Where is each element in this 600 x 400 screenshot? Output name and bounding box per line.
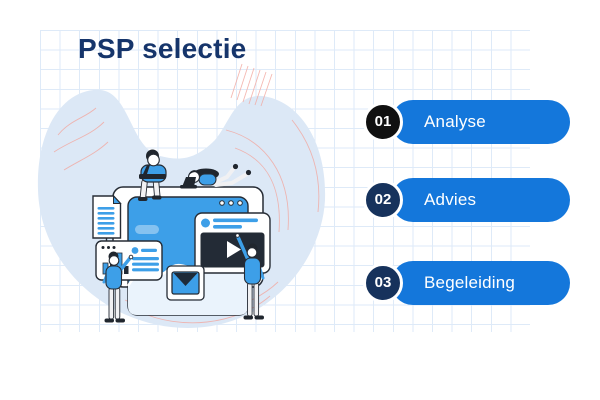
document-icon (92, 194, 122, 250)
lying-woman (180, 163, 252, 189)
step-pill[interactable]: Analyse (391, 100, 570, 144)
standing-man-right (235, 233, 265, 320)
contour-lines (53, 63, 320, 324)
envelope-icon (166, 265, 205, 301)
standing-man-left (102, 251, 134, 323)
step-item-begeleiding[interactable]: Begeleiding 03 (363, 260, 570, 306)
step-pill[interactable]: Begeleiding (391, 261, 570, 305)
psp-illustration (37, 63, 326, 328)
step-pill[interactable]: Advies (391, 178, 570, 222)
step-label: Begeleiding (424, 273, 516, 292)
step-number-badge: 02 (363, 180, 403, 220)
page-title: PSP selectie (78, 33, 247, 64)
sitting-man (138, 149, 167, 201)
step-label: Analyse (424, 112, 486, 131)
step-number-badge: 03 (363, 263, 403, 303)
step-item-analyse[interactable]: Analyse 01 (363, 99, 570, 145)
step-number-badge: 01 (363, 102, 403, 142)
step-label: Advies (424, 190, 477, 209)
step-item-advies[interactable]: Advies 02 (363, 177, 570, 223)
play-icon (227, 241, 241, 258)
